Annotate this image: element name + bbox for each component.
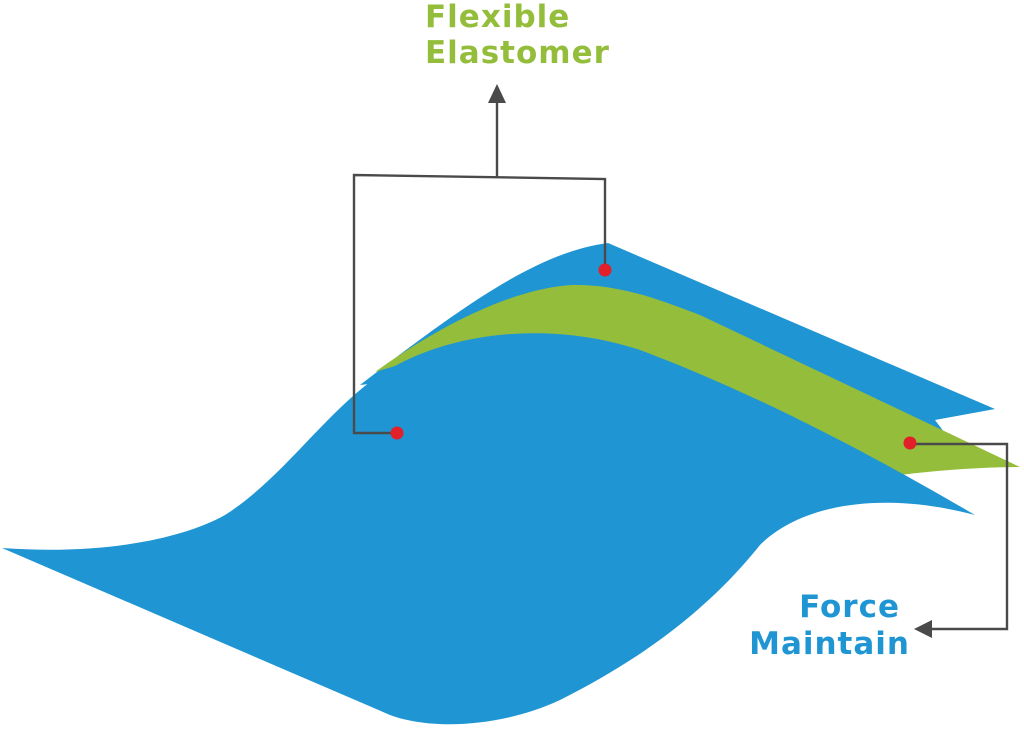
marker-dot-lower-layer <box>390 426 404 440</box>
lower-blue-layer <box>2 333 975 725</box>
marker-dot-upper-layer <box>598 263 612 277</box>
top-label-line1: Flexible <box>425 0 570 35</box>
bottom-arrowhead <box>914 620 932 638</box>
marker-dot-elastomer <box>903 436 917 450</box>
bottom-connector <box>910 442 1009 631</box>
bottom-label-line2: Maintain <box>749 626 910 662</box>
top-connector-bracket <box>352 173 607 435</box>
top-label-line2: Elastomer <box>425 35 610 71</box>
top-arrowhead <box>488 84 506 103</box>
bottom-label-line1: Force <box>799 589 900 625</box>
